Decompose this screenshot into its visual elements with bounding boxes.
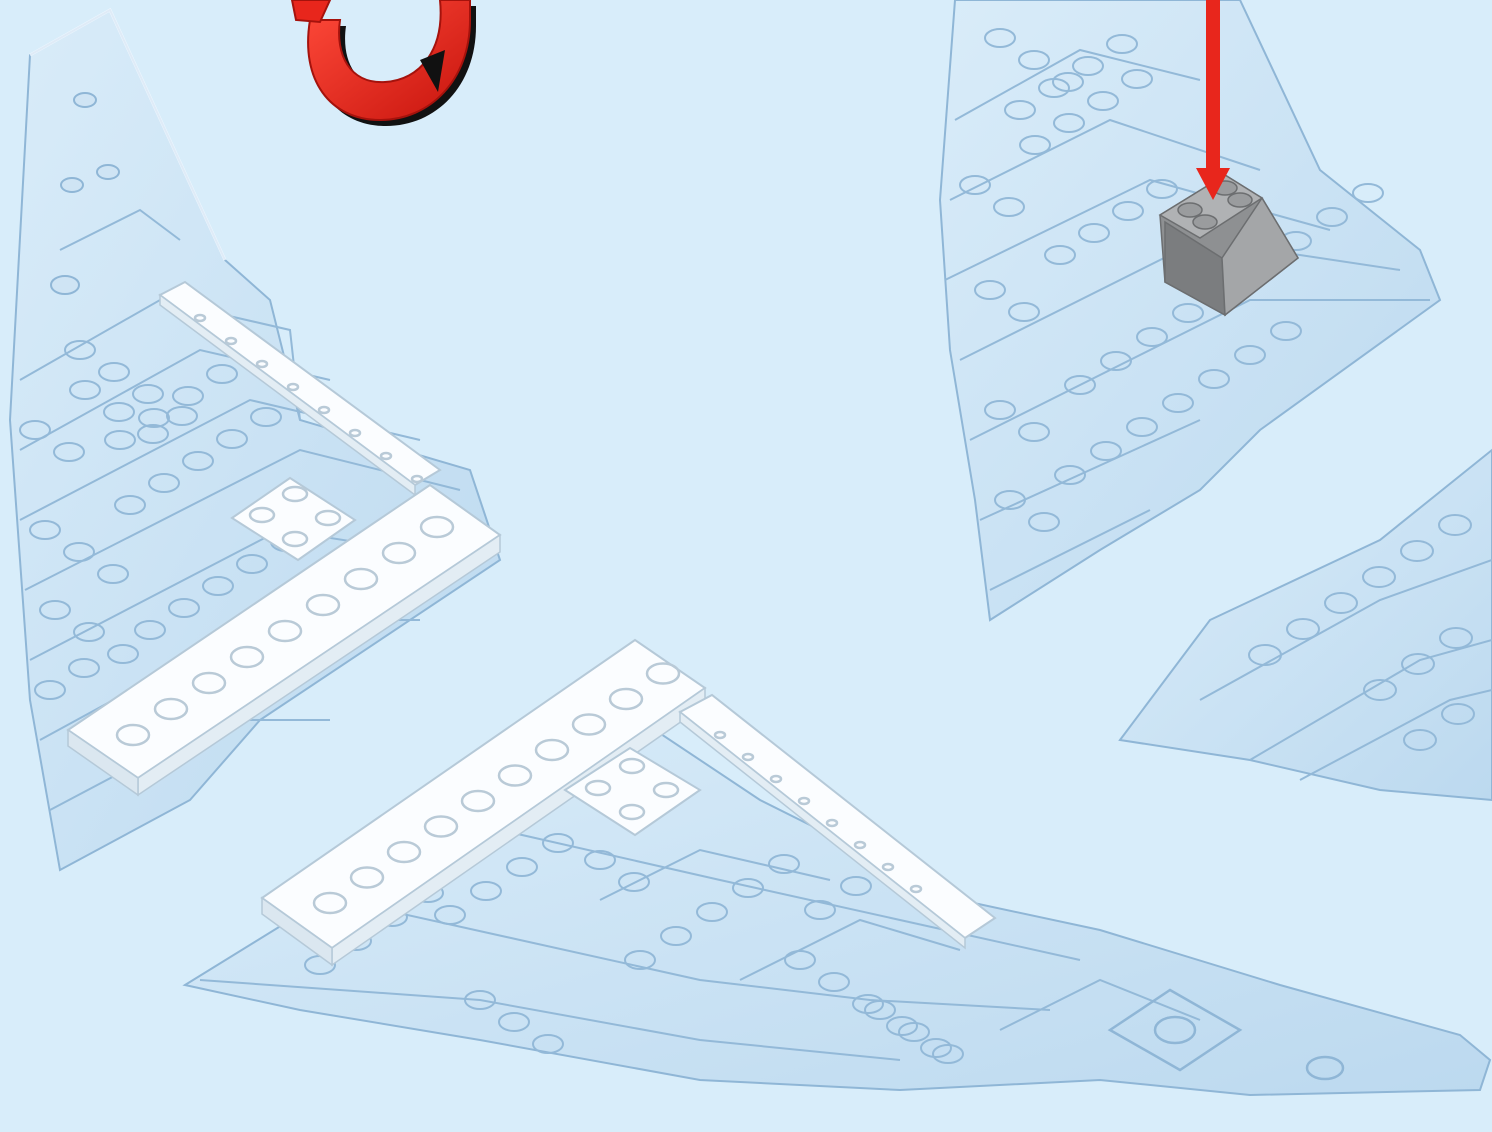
right-wing [940, 0, 1440, 620]
left-wing [10, 10, 500, 870]
stud [1353, 184, 1383, 202]
right-wing-base [940, 0, 1440, 620]
rotate-arrow-icon [292, 0, 476, 126]
